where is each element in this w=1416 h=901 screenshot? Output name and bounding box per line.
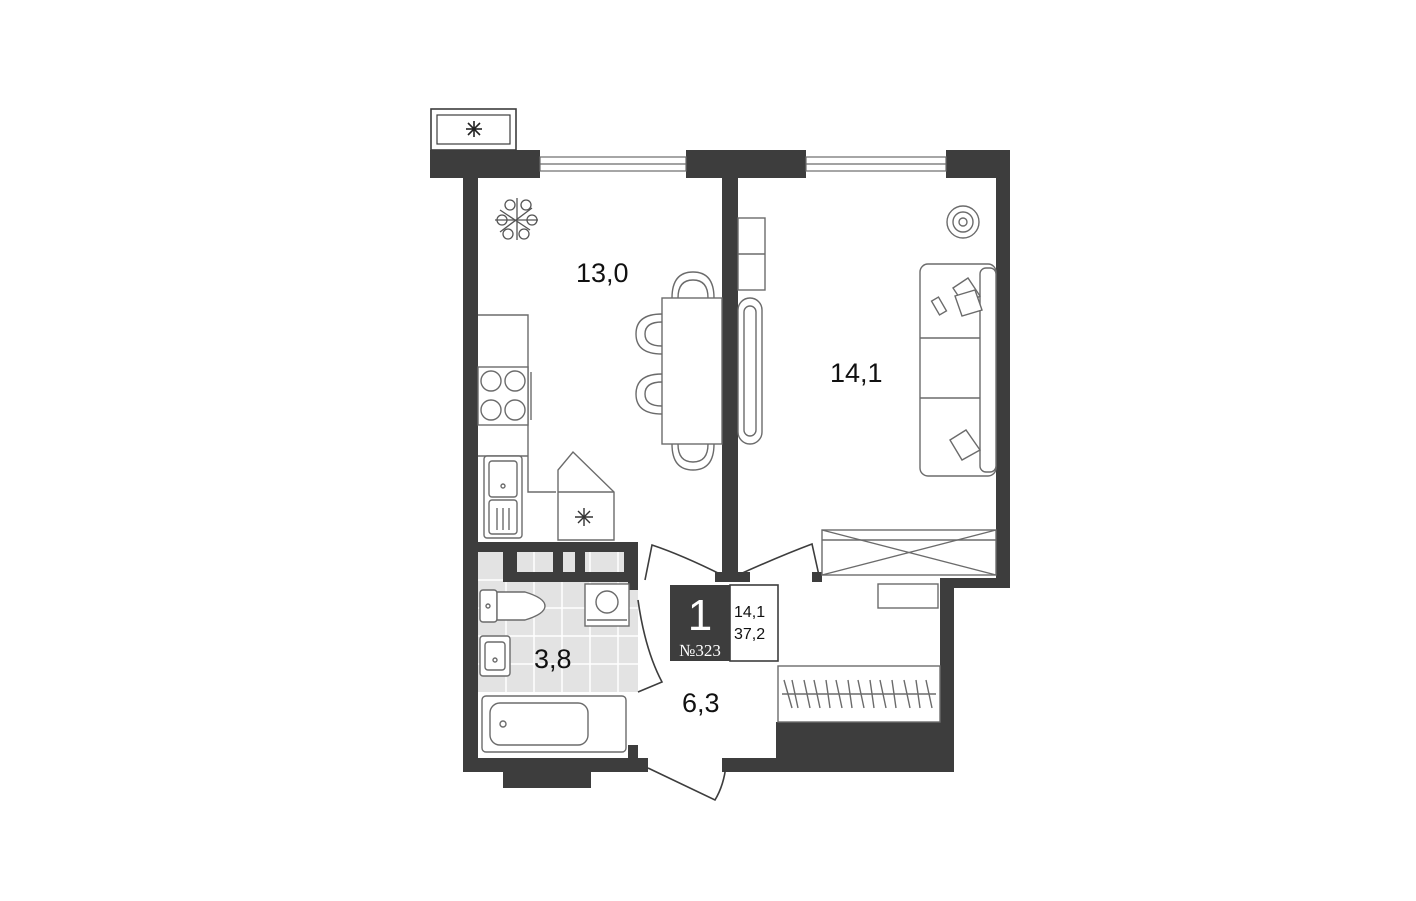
ac-unit [430,108,517,151]
room-area-bathroom: 3,8 [534,644,572,674]
room-area-kitchen-living: 13,0 [576,258,629,288]
plant-icon [495,198,538,240]
asterisk-icon [466,121,482,137]
washbasin [479,635,511,677]
sofa-icon [919,263,997,477]
hallway-furniture [777,583,941,723]
tv-console [821,529,997,576]
apartment-info-badge: 1 №323 14,1 37,2 [670,584,779,662]
windows [539,156,947,172]
doors [637,542,821,802]
total-area: 37,2 [734,626,765,643]
washing-machine-icon [584,583,630,627]
floor-lamp-icon [946,205,980,239]
room-area-hallway: 6,3 [682,688,720,718]
room-area-bedroom: 14,1 [830,358,883,388]
bathtub-icon [481,695,627,753]
apartment-number: №323 [679,641,721,660]
mirror [737,297,763,445]
living-area: 14,1 [734,604,765,621]
stove-icon [477,366,532,426]
dining-table [635,271,723,471]
fridge [557,450,615,541]
snowflake-icon [575,508,593,526]
bedroom-furniture [737,205,997,576]
sink-icon [483,455,523,539]
toilet-icon [479,589,546,623]
walls [430,150,1010,788]
kitchen-furniture [477,198,723,541]
rooms-count: 1 [688,591,712,640]
bathroom-fixtures [479,583,630,753]
